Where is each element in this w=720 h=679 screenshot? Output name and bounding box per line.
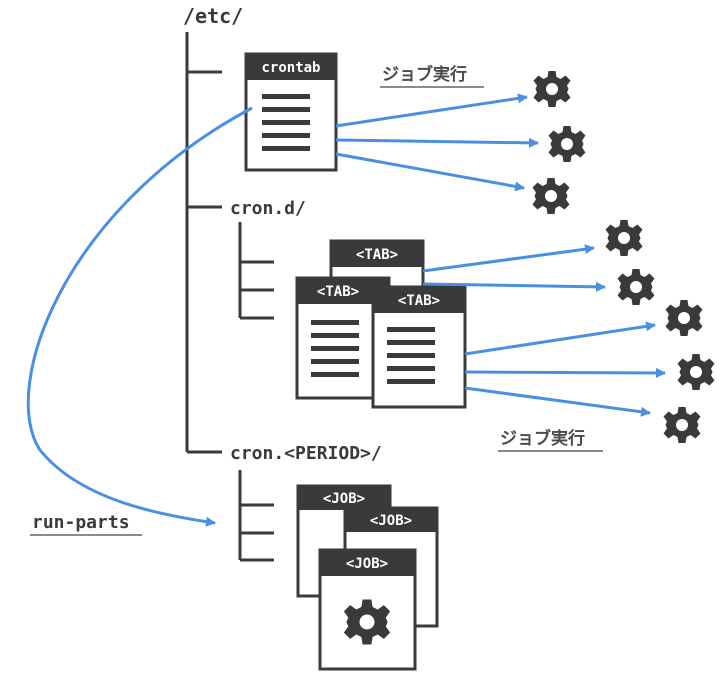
tree-lines (185, 32, 274, 562)
job-exec-label-top: ジョブ実行 (382, 64, 467, 85)
dir-cron-period-label: cron.<PERIOD>/ (230, 443, 382, 464)
gear-icon (343, 599, 391, 645)
gear-icon (617, 269, 655, 305)
crontab-file-label: crontab (261, 60, 320, 76)
gear-icon (605, 220, 643, 256)
job-file-middle-label: <JOB> (370, 513, 412, 529)
gear-icon (532, 178, 570, 214)
dir-cron-d-label: cron.d/ (230, 198, 306, 219)
job-file-front: <JOB> (318, 548, 417, 671)
gear-icon (665, 300, 703, 336)
tab-file-back-label: <TAB> (356, 247, 398, 263)
run-parts-label: run-parts (32, 512, 130, 533)
crontab-file: crontab (244, 52, 338, 172)
tab-file-front: <TAB> (371, 285, 467, 409)
job-exec-label-bottom: ジョブ実行 (500, 428, 585, 449)
tab-file-left-label: <TAB> (317, 284, 359, 300)
gear-icon (663, 407, 701, 443)
gear-icon (548, 126, 586, 162)
job-file-back-label: <JOB> (323, 491, 365, 507)
gear-icon (677, 354, 715, 390)
job-file-front-label: <JOB> (346, 556, 388, 572)
tab-file-front-label: <TAB> (398, 293, 440, 309)
dir-etc-label: /etc/ (183, 4, 243, 28)
run-parts-arrow (26, 106, 253, 527)
tab-arrows (422, 244, 666, 417)
gear-icon (533, 71, 571, 107)
crontab-arrows (335, 93, 539, 192)
